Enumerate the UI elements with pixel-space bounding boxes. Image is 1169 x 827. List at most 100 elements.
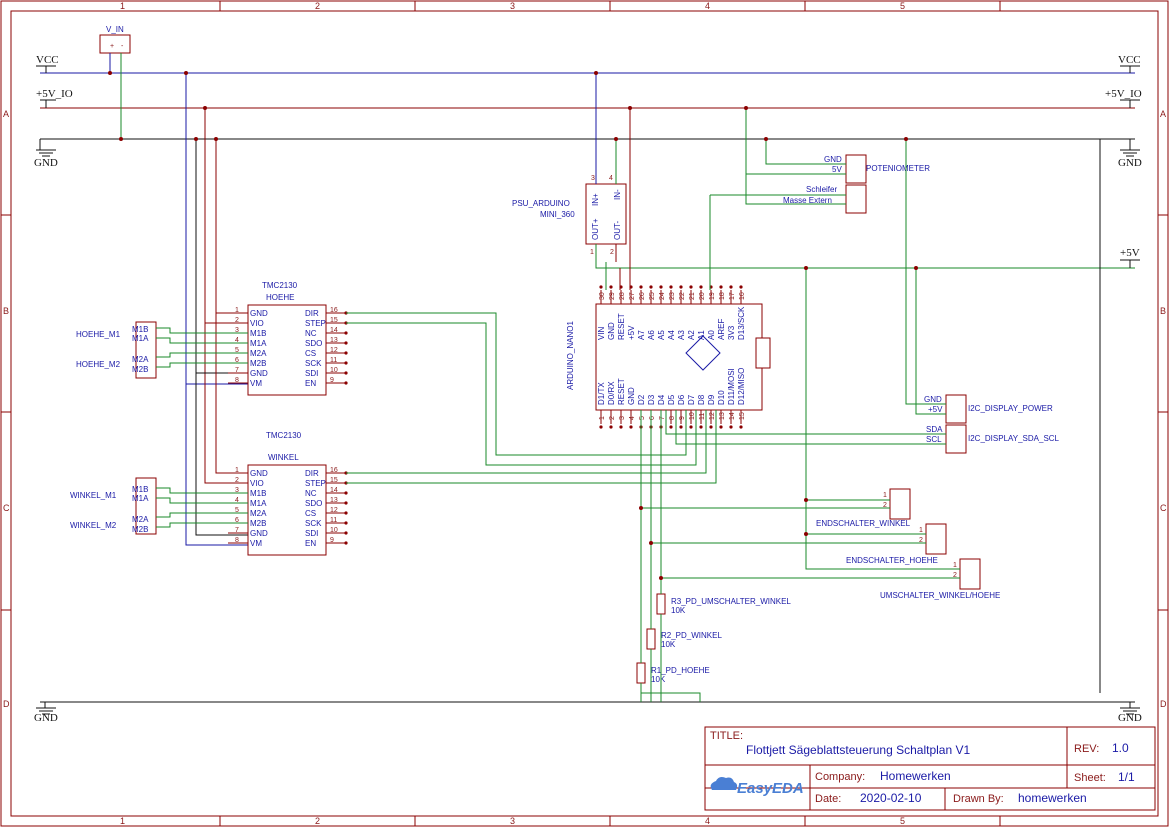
- arduino-top-pin-number: 20: [699, 292, 706, 300]
- gnd-label-bl: GND: [34, 712, 58, 724]
- svg-text:WINKEL_M2: WINKEL_M2: [70, 521, 117, 530]
- tmc-right-pin-number: 14: [330, 327, 338, 334]
- svg-text:Masse Extern: Masse Extern: [783, 196, 832, 205]
- svg-text:IN-: IN-: [613, 189, 622, 200]
- svg-text:TMC2130: TMC2130: [266, 431, 302, 440]
- svg-text:UMSCHALTER_WINKEL/HOEHE: UMSCHALTER_WINKEL/HOEHE: [880, 591, 1000, 600]
- svg-text:M1A: M1A: [132, 494, 149, 503]
- tmc-right-pin-number: 9: [330, 377, 334, 384]
- rev-label: REV:: [1074, 743, 1099, 755]
- tmc-left-pin-number: 6: [235, 357, 239, 364]
- svg-text:2: 2: [883, 502, 887, 509]
- svg-text:GND: GND: [924, 395, 942, 404]
- arduino-bottom-pin-name: D2: [637, 394, 646, 405]
- end-switches: ENDSCHALTER_WINKEL ENDSCHALTER_HOEHE UMS…: [641, 266, 1000, 600]
- arduino-bottom-pin-name: D10: [717, 390, 726, 405]
- arduino-bottom-pin-name: D8: [697, 394, 706, 405]
- arduino-bottom-pin-number: 8: [669, 416, 676, 420]
- svg-text:M1B: M1B: [132, 325, 148, 334]
- company-value: Homewerken: [880, 769, 951, 783]
- vcc-label-left: VCC: [36, 54, 59, 66]
- arduino-bottom-pin-number: 6: [649, 416, 656, 420]
- tmc-left-pin-number: 8: [235, 377, 239, 384]
- tmc-right-pin-name: SDI: [305, 529, 318, 538]
- tmc-left-pin-name: M1B: [250, 329, 266, 338]
- arduino-top-pin-number: 29: [609, 292, 616, 300]
- svg-text:M2A: M2A: [132, 355, 149, 364]
- arduino-bottom-pin-name: D0/RX: [607, 381, 616, 405]
- svg-text:4: 4: [609, 175, 613, 182]
- vin-connector: V_IN + -: [99, 25, 131, 141]
- arduino-name: ARDUINO_NANO1: [566, 321, 575, 390]
- svg-text:WINKEL: WINKEL: [268, 453, 299, 462]
- tmc-right-pin-name: SCK: [305, 359, 322, 368]
- tmc-left-pin-number: 2: [235, 317, 239, 324]
- col-label-top: 5: [900, 1, 905, 11]
- arduino-top-pin-name: A5: [657, 330, 666, 340]
- svg-text:2: 2: [919, 537, 923, 544]
- arduino-top-pin-name: A6: [647, 330, 656, 340]
- arduino-bottom-pin-number: 1: [599, 416, 606, 420]
- tmc-left-pin-number: 7: [235, 527, 239, 534]
- title-label: TITLE:: [710, 730, 743, 742]
- tmc-left-pin-name: M2B: [250, 359, 266, 368]
- row-label-right: A: [1160, 109, 1166, 119]
- drawn-label: Drawn By:: [953, 793, 1004, 805]
- svg-text:10K: 10K: [661, 640, 676, 649]
- gnd-label-tr: GND: [1118, 157, 1142, 169]
- psu-name: PSU_ARDUINO: [512, 199, 570, 208]
- tmc-right-pin-number: 13: [330, 337, 338, 344]
- arduino-top-pin-name: A2: [687, 330, 696, 340]
- arduino-bottom-pin-number: 12: [709, 412, 716, 420]
- svg-text:-: -: [121, 43, 124, 50]
- svg-text:EasyEDA: EasyEDA: [737, 780, 804, 797]
- power-rails: [39, 72, 1135, 708]
- sheet-label: Sheet:: [1074, 772, 1106, 784]
- svg-text:1: 1: [919, 527, 923, 534]
- v5-label: +5V: [1120, 247, 1140, 259]
- svg-text:M1A: M1A: [132, 334, 149, 343]
- tmc-left-pin-number: 5: [235, 347, 239, 354]
- gnd-label-br: GND: [1118, 712, 1142, 724]
- tmc-right-pin-number: 10: [330, 367, 338, 374]
- row-label-left: B: [3, 306, 9, 316]
- arduino-bottom-pin-name: D3: [647, 394, 656, 405]
- svg-text:HOEHE: HOEHE: [266, 293, 294, 302]
- company-label: Company:: [815, 771, 865, 783]
- arduino-bottom-pin-number: 3: [619, 416, 626, 420]
- arduino-nano: ARDUINO_NANO1 30VIN29GND28RESET27+5V26A7…: [566, 106, 771, 429]
- tmc-left-pin-name: GND: [250, 529, 268, 538]
- svg-text:Schleifer: Schleifer: [806, 185, 837, 194]
- tmc-right-pin-number: 16: [330, 467, 338, 474]
- col-label-bottom: 1: [120, 816, 125, 826]
- row-label-right: D: [1160, 699, 1167, 709]
- tmc-left-pin-name: GND: [250, 309, 268, 318]
- arduino-bottom-pin-number: 9: [679, 416, 686, 420]
- v5io-label-right: +5V_IO: [1105, 88, 1142, 100]
- tmc-right-pin-number: 13: [330, 497, 338, 504]
- col-label-bottom: 3: [510, 816, 515, 826]
- arduino-top-pin-number: 22: [679, 292, 686, 300]
- arduino-top-pin-number: 27: [629, 292, 636, 300]
- row-label-left: C: [3, 503, 10, 513]
- arduino-top-pin-name: VIN: [597, 326, 606, 340]
- tmc-right-pin-name: DIR: [305, 309, 319, 318]
- arduino-bottom-pin-number: 15: [739, 412, 746, 420]
- arduino-bottom-pin-number: 7: [659, 416, 666, 420]
- power-symbols: VCC VCC +5V_IO +5V_IO GND GND GND GND +5…: [34, 54, 1142, 724]
- date-value: 2020-02-10: [860, 791, 922, 805]
- svg-text:M2A: M2A: [132, 515, 149, 524]
- tmc-right-pin-number: 10: [330, 527, 338, 534]
- arduino-top-pin-name: AREF: [717, 319, 726, 340]
- arduino-bottom-pin-name: D9: [707, 394, 716, 405]
- arduino-top-pin-name: +5V: [627, 325, 636, 340]
- arduino-bottom-pin-name: D12/MISO: [737, 368, 746, 405]
- svg-text:+: +: [110, 43, 114, 50]
- arduino-bottom-pin-number: 10: [689, 412, 696, 420]
- arduino-top-pin-name: RESET: [617, 313, 626, 340]
- row-label-left: D: [3, 699, 10, 709]
- arduino-bottom-pin-name: GND: [627, 387, 636, 405]
